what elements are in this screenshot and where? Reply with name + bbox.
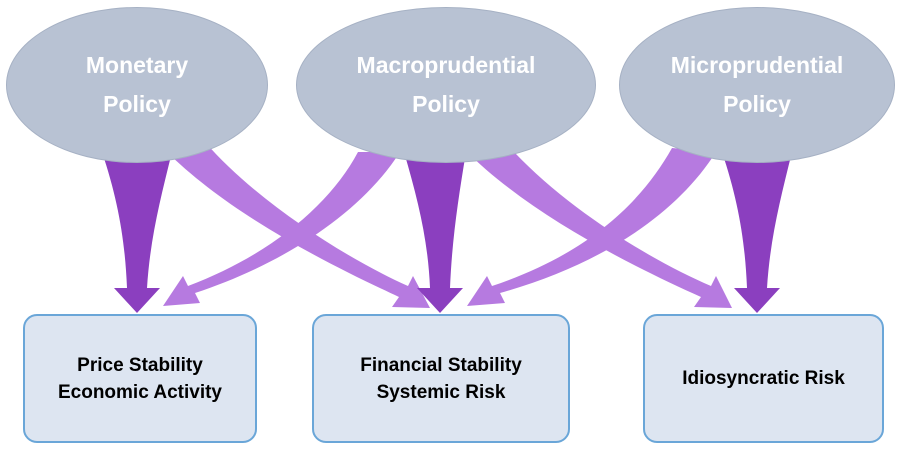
arrow-macro-to-financial [404, 152, 466, 313]
arrow-micro-to-financial [467, 148, 716, 306]
price-stability-label: Price Stability Economic Activity [57, 354, 222, 403]
idiosyncratic-risk-label: Idiosyncratic Risk [682, 368, 845, 389]
arrow-micro-to-idiosyncratic [722, 152, 792, 313]
financial-stability-box: Financial Stability Systemic Risk [312, 314, 570, 443]
price-stability-box: Price Stability Economic Activity [23, 314, 257, 443]
financial-stability-label: Financial Stability Systemic Risk [360, 354, 522, 403]
macroprudential-policy-label: Macroprudential Policy [356, 52, 536, 117]
monetary-policy-node: Monetary Policy [6, 7, 268, 163]
arrow-macro-to-price [163, 152, 400, 306]
microprudential-policy-label: Microprudential Policy [670, 52, 844, 117]
macroprudential-policy-node: Macroprudential Policy [296, 7, 596, 163]
monetary-policy-label: Monetary Policy [85, 52, 189, 117]
idiosyncratic-risk-box: Idiosyncratic Risk [643, 314, 884, 443]
arrow-monetary-to-price [102, 152, 172, 313]
arrow-macro-to-idiosyncratic [465, 142, 732, 308]
microprudential-policy-node: Microprudential Policy [619, 7, 895, 163]
